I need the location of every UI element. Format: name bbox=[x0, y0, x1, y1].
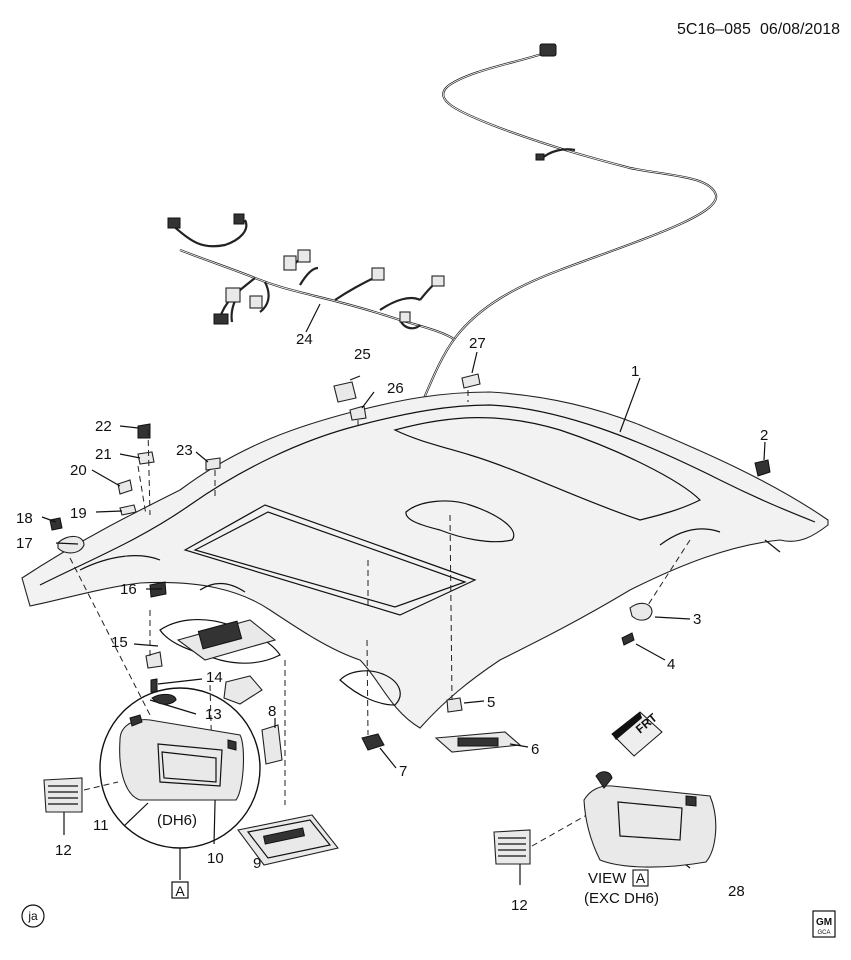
callout-21: 21 bbox=[95, 446, 112, 463]
callout-10: 10 bbox=[207, 850, 224, 867]
callout-26: 26 bbox=[387, 380, 404, 397]
callout-12: 12 bbox=[55, 842, 72, 859]
gm-logo-top: GM bbox=[816, 917, 832, 928]
callout-13: 13 bbox=[205, 706, 222, 723]
gm-logo-bottom: GCA bbox=[817, 930, 830, 936]
callout-24: 24 bbox=[296, 331, 313, 348]
callout-11: 11 bbox=[93, 817, 109, 834]
callout-4: 4 bbox=[667, 656, 675, 673]
callout-22: 22 bbox=[95, 418, 112, 435]
illustrator-mark: ja bbox=[21, 904, 45, 928]
callout-8: 8 bbox=[268, 703, 276, 720]
sun-visor-exc-dh6 bbox=[583, 771, 717, 868]
diagram-code: 5C16–085 bbox=[677, 21, 751, 38]
callout-7: 7 bbox=[399, 763, 407, 780]
callout-28: 28 bbox=[728, 883, 745, 900]
gm-logo-icon: GM GCA bbox=[812, 910, 836, 938]
callout-25: 25 bbox=[354, 346, 371, 363]
callout-9: 9 bbox=[253, 855, 261, 872]
callout-1: 1 bbox=[631, 363, 639, 380]
wiring-harness bbox=[167, 213, 456, 341]
antenna-cable bbox=[416, 43, 718, 413]
diagram-date: 06/08/2018 bbox=[760, 21, 840, 38]
callout-17: 17 bbox=[16, 535, 33, 552]
dh6-note: (DH6) bbox=[157, 812, 197, 829]
exc-dh6-note: (EXC DH6) bbox=[584, 890, 659, 907]
callout-23: 23 bbox=[176, 442, 193, 459]
callout-19: 19 bbox=[70, 505, 87, 522]
callout-20: 20 bbox=[70, 462, 87, 479]
callout-15: 15 bbox=[111, 634, 128, 651]
overhead-consoles bbox=[43, 777, 531, 866]
view-letter: A bbox=[636, 870, 646, 886]
ja-mark: ja bbox=[27, 909, 38, 923]
view-a-note: VIEW A (EXC DH6) bbox=[584, 869, 659, 907]
callout-2: 2 bbox=[760, 427, 768, 444]
callout-12b: 12 bbox=[511, 897, 528, 914]
callout-27: 27 bbox=[469, 335, 486, 352]
callout-numbers: 1 2 3 4 5 6 7 8 9 10 11 12 13 14 15 16 1… bbox=[16, 331, 768, 914]
callout-3: 3 bbox=[693, 611, 701, 628]
view-box-label: A bbox=[175, 883, 185, 899]
callout-14: 14 bbox=[206, 669, 223, 686]
callout-6: 6 bbox=[531, 741, 539, 758]
view-word: VIEW bbox=[588, 870, 627, 887]
callout-16: 16 bbox=[120, 581, 137, 598]
callout-18: 18 bbox=[16, 510, 33, 527]
headliner-panel bbox=[21, 391, 829, 729]
small-parts bbox=[49, 373, 771, 765]
callout-5: 5 bbox=[487, 694, 495, 711]
detail-circle-dh6: A (DH6) bbox=[99, 687, 261, 899]
front-direction-arrow-icon: FRT bbox=[611, 710, 663, 757]
